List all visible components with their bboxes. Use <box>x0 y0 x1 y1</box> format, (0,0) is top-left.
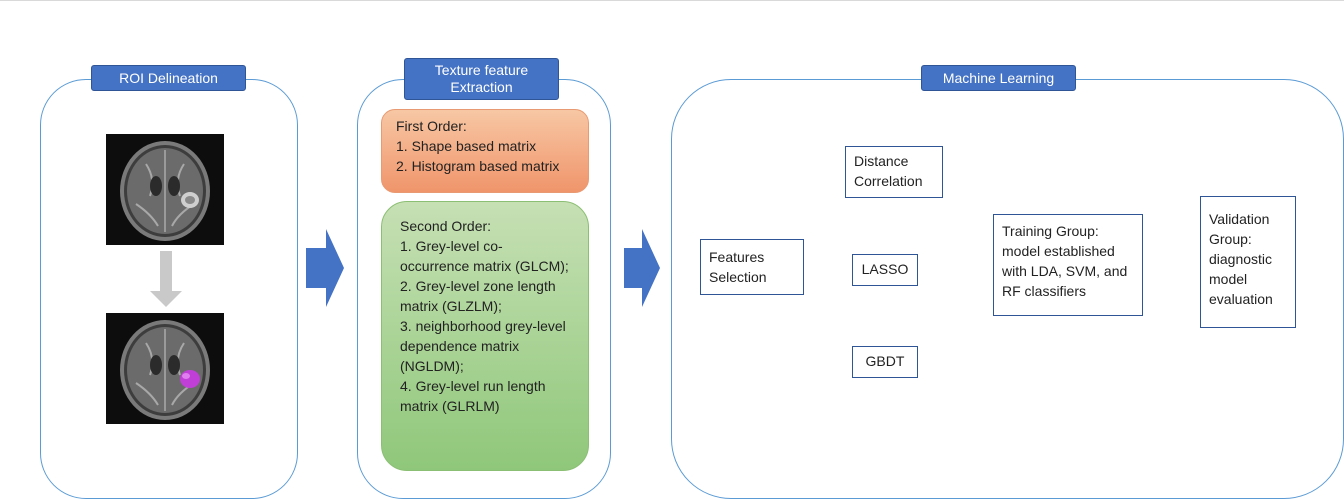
roi-down-arrow <box>150 251 182 307</box>
training-group-box: Training Group: model established with L… <box>993 214 1143 316</box>
second-order-box: Second Order: 1. Grey-level co-occurrenc… <box>381 201 589 471</box>
method-lasso: LASSO <box>852 254 918 286</box>
flow-arrow-1 <box>306 229 344 307</box>
machine-learning-title: Machine Learning <box>921 65 1076 91</box>
brain-mri-image-segmented <box>106 313 224 424</box>
validation-group-box: Validation Group: diagnostic model evalu… <box>1200 196 1296 328</box>
brain-mri-image-original <box>106 134 224 245</box>
brain-mri-original-graphic <box>106 134 224 245</box>
method-gbdt: GBDT <box>852 346 918 378</box>
flow-arrow-2 <box>624 229 660 307</box>
first-order-box: First Order: 1. Shape based matrix 2. Hi… <box>381 109 589 193</box>
brain-mri-segmented-graphic <box>106 313 224 424</box>
method-distance-correlation: Distance Correlation <box>845 146 943 198</box>
texture-feature-title: Texture feature Extraction <box>404 58 559 100</box>
roi-delineation-title: ROI Delineation <box>91 65 246 91</box>
features-selection-box: Features Selection <box>700 239 804 295</box>
